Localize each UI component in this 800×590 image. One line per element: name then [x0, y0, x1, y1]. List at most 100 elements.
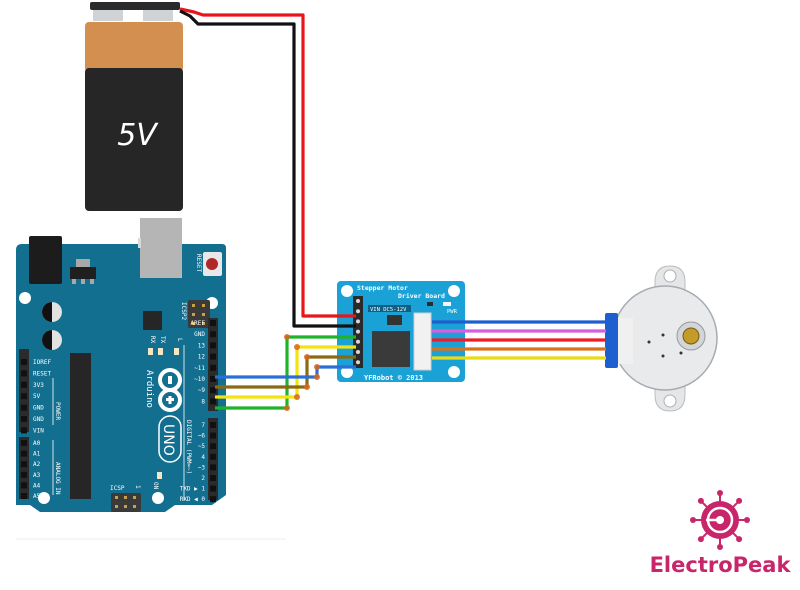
motor-connector — [605, 313, 618, 368]
electropeak-gear-icon — [690, 490, 750, 550]
digital-header-pin-label: ~11 — [194, 365, 205, 372]
power-header-pin[interactable] — [21, 427, 27, 434]
power-header-pin-label: RESET — [33, 370, 51, 377]
analog-header-pin[interactable] — [21, 482, 27, 489]
logo-node — [736, 536, 743, 543]
digital-header-pin[interactable] — [210, 475, 216, 481]
digital-header-pin[interactable] — [210, 398, 216, 405]
analog-header — [19, 437, 29, 499]
logo-node — [744, 517, 750, 523]
digital-header-pin[interactable] — [210, 496, 216, 503]
power-header-pin-label: VIN — [33, 427, 44, 434]
icsp-pin1-label: 1 — [134, 485, 141, 489]
analog-header-pin[interactable] — [21, 493, 27, 499]
digital-header-pin[interactable] — [210, 387, 216, 394]
driver-input-pin[interactable] — [356, 360, 360, 365]
motor-mount-hole — [663, 394, 677, 408]
rx-led — [148, 348, 153, 355]
usb-edge — [138, 238, 141, 248]
electropeak-logo: ElectroPeak — [650, 490, 791, 577]
analog-header-pin-label: A0 — [33, 440, 41, 447]
digital-header-pin[interactable] — [210, 422, 216, 428]
uno-label: UNO — [160, 424, 176, 456]
driver-input-pin[interactable] — [356, 339, 360, 344]
icsp-header — [111, 493, 141, 512]
power-header-pin[interactable] — [21, 416, 27, 422]
analog-header-pin[interactable] — [21, 440, 27, 446]
wire-bend-node — [304, 354, 310, 360]
digital-header-pin[interactable] — [210, 485, 216, 492]
driver-input-pin[interactable] — [356, 350, 360, 354]
power-header-pin-label: GND — [33, 416, 44, 423]
driver-pwr-label: PWR — [447, 309, 458, 315]
wire-bend-node — [294, 344, 300, 350]
logo-node — [717, 544, 723, 550]
digital-header-top — [208, 318, 218, 411]
driver-input-pin[interactable] — [356, 299, 360, 303]
wire-battery-positive — [179, 7, 356, 318]
power-jack — [29, 236, 62, 284]
digital-header-pin-label: 13 — [198, 342, 206, 349]
motor-rivet — [679, 351, 683, 355]
motor-wire-cap — [615, 318, 633, 364]
analog-header-pin-label: A1 — [33, 451, 41, 458]
digital-header-pin[interactable] — [210, 443, 216, 450]
reset-button-cap[interactable] — [206, 258, 218, 270]
digital-header-pin[interactable] — [210, 320, 216, 326]
digital-header-pin[interactable] — [210, 453, 216, 460]
power-header-pin[interactable] — [21, 370, 27, 377]
digital-header-pin-label: TXD ▶ 1 — [180, 486, 206, 493]
battery-terminal-right — [143, 10, 173, 21]
digital-header-pin-label: ~9 — [198, 387, 206, 394]
digital-header-pin[interactable] — [210, 353, 216, 360]
analog-header-pin[interactable] — [21, 471, 27, 478]
analog-header-pin-label: A5 — [33, 493, 41, 500]
motor-rivet — [661, 333, 665, 337]
digital-header-pin[interactable] — [210, 342, 216, 349]
regulator-pin — [90, 279, 94, 284]
driver-input-pin[interactable] — [356, 329, 360, 334]
digital-header-pin[interactable] — [210, 464, 216, 471]
logo-node — [697, 536, 704, 543]
power-header-pin[interactable] — [21, 359, 27, 365]
driver-input-pin[interactable] — [356, 309, 360, 314]
power-header-pin[interactable] — [21, 381, 27, 388]
analog-header-pin[interactable] — [21, 450, 27, 457]
digital-label: DIGITAL (PWM=~) — [185, 420, 192, 474]
digital-header-pin-label: ~5 — [198, 443, 206, 450]
motor-mount-hole — [663, 269, 677, 283]
wire-bend-node — [284, 405, 290, 411]
digital-header-pin[interactable] — [210, 432, 216, 439]
power-header-pin[interactable] — [21, 393, 27, 400]
wire-bend-node — [294, 394, 300, 400]
digital-header-pin[interactable] — [210, 376, 216, 382]
digital-header-pin-label: ~10 — [194, 376, 205, 383]
power-header-pin[interactable] — [21, 404, 27, 411]
digital-header-pin[interactable] — [210, 331, 216, 338]
voltage-regulator-tab — [76, 259, 90, 267]
voltage-regulator — [70, 267, 96, 279]
digital-header-pin-label: AREF — [191, 320, 206, 327]
capacitor — [42, 330, 62, 350]
analog-label: ANALOG IN — [54, 462, 61, 495]
analog-header-pin-label: A2 — [33, 461, 41, 468]
driver-voltage-label: VIN DC5-12V — [370, 307, 407, 313]
wire-pin9-in2 — [215, 345, 356, 399]
motor-rivet — [647, 340, 651, 344]
mounting-hole — [19, 292, 31, 304]
driver-mounting-hole — [341, 285, 353, 297]
driver-voltage-box — [368, 305, 411, 312]
tx-label: TX — [159, 336, 166, 344]
regulator-pin — [81, 279, 85, 284]
digital-header-pin[interactable] — [210, 364, 216, 371]
l-label: L — [176, 338, 183, 342]
wires — [179, 7, 606, 411]
smd-component — [427, 302, 433, 306]
logo-node — [690, 517, 696, 523]
driver-input-pin[interactable] — [356, 319, 360, 324]
wire-bend-node — [314, 374, 320, 380]
analog-header-pin[interactable] — [21, 461, 27, 468]
digital-header-pin-label: 4 — [201, 454, 205, 461]
power-header-pin-label: GND — [33, 405, 44, 412]
